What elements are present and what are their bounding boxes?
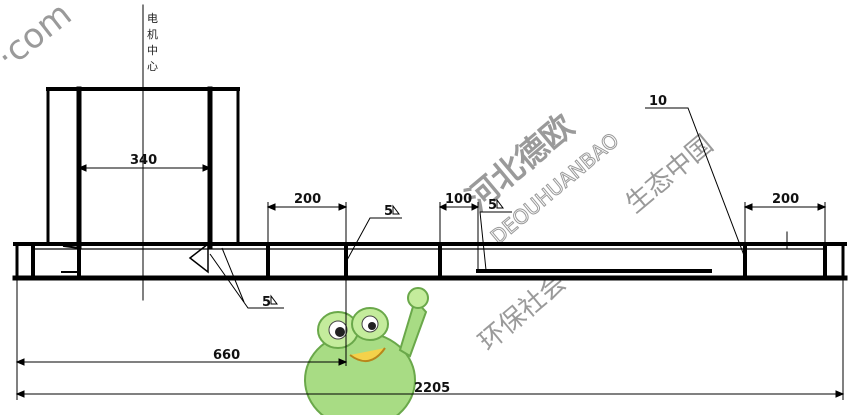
watermark-slogan-1: 环保社会 xyxy=(473,268,572,358)
motor-center-char-1: 电 xyxy=(147,12,158,25)
frog-mascot-image xyxy=(304,287,429,415)
dim-200-right: 200 xyxy=(772,192,799,207)
dim-weld-5-bottom: 5 xyxy=(262,295,271,310)
base-frame xyxy=(12,4,848,301)
motor-center-char-2: 机 xyxy=(147,27,158,41)
motor-center-char-3: 中 xyxy=(147,44,158,57)
dim-2205: 2205 xyxy=(414,381,450,396)
dim-100: 100 xyxy=(445,192,472,207)
watermark-slogan-2: 生态中国 xyxy=(620,130,719,220)
weld-symbols xyxy=(270,198,504,305)
motor-center-char-4: 心 xyxy=(147,60,158,73)
dimension-lines xyxy=(15,107,845,400)
dimension-labels: 340 200 5 100 5 10 200 5 660 2205 xyxy=(130,94,799,396)
dim-660: 660 xyxy=(213,348,240,363)
dim-weld-5-right: 5 xyxy=(488,198,497,213)
dim-200-left: 200 xyxy=(294,192,321,207)
watermark: ·com 河北德欧 DEOUHUANBAO 环保社会 生态中国 xyxy=(0,0,719,357)
weld-symbol-mid xyxy=(392,204,400,215)
dim-340: 340 xyxy=(130,153,157,168)
watermark-site-fragment: ·com xyxy=(0,0,79,77)
dim-weld-5-mid: 5 xyxy=(384,204,393,219)
dim-10: 10 xyxy=(649,94,667,109)
weld-symbol-bottom xyxy=(270,294,278,305)
weld-symbol-right xyxy=(496,198,504,209)
motor-center-label: 电 机 中 心 xyxy=(147,12,158,73)
